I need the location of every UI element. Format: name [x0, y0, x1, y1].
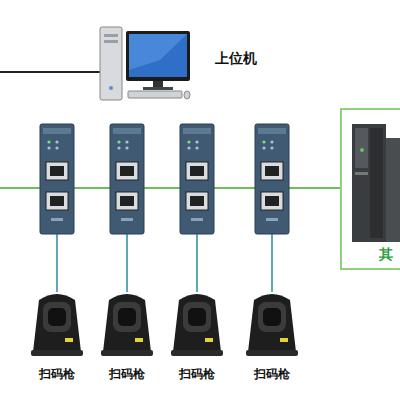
host-computer: 上位机: [95, 22, 270, 104]
scanner: 扫码枪: [242, 286, 302, 390]
scanner-icon: [171, 294, 223, 356]
gateway-modules: [40, 124, 289, 234]
node-label: 扫码枪: [39, 366, 75, 383]
node-label: 扫码枪: [254, 366, 290, 383]
cabinet-icon: [352, 124, 400, 242]
scanner-icon: [246, 294, 298, 356]
computer-icon: [100, 27, 190, 100]
scanner-icon: [101, 294, 153, 356]
scanner-icon: [31, 294, 83, 356]
scanner: 扫码枪: [97, 286, 157, 390]
node-label: 上位机: [215, 50, 257, 68]
scanner: 扫码枪: [27, 286, 87, 390]
drop-lines: [57, 233, 272, 292]
device-cabinet: 其: [340, 108, 400, 270]
gateway-module: [110, 124, 144, 234]
scanner-icons: [31, 294, 298, 356]
node-label: 扫码枪: [109, 366, 145, 383]
scanner: 扫码枪: [167, 286, 227, 390]
gateway-module: [40, 124, 74, 234]
node-label: 其: [379, 246, 393, 264]
network-cable: [0, 71, 100, 73]
gateway-module: [255, 124, 289, 234]
gateway-module: [180, 124, 214, 234]
node-label: 扫码枪: [179, 366, 215, 383]
